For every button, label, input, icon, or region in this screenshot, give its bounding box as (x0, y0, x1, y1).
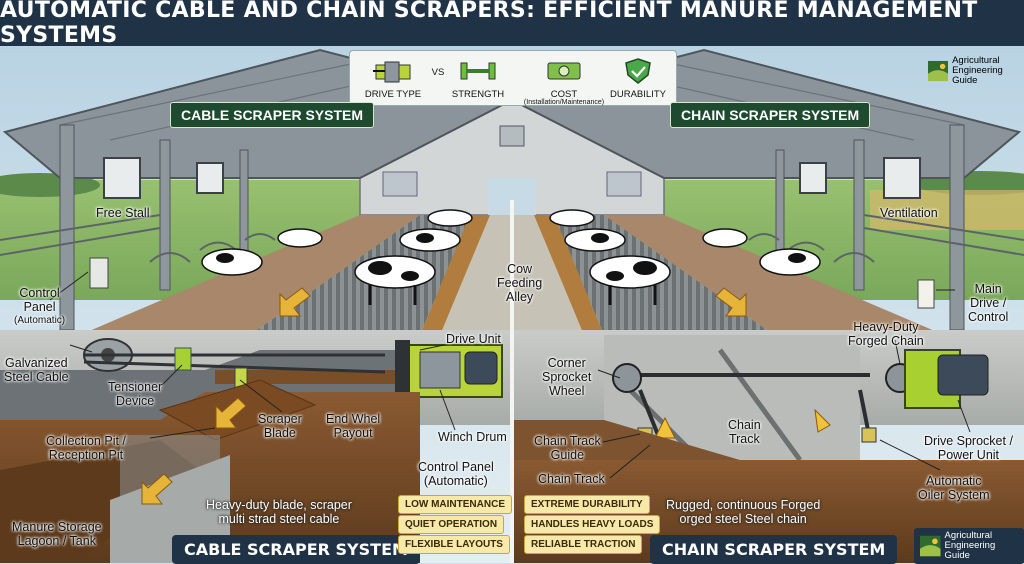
title-bar: AUTOMATIC CABLE AND CHAIN SCRAPERS: EFFI… (0, 0, 1024, 48)
chain-feature-badge: RELIABLE TRACTION (524, 535, 643, 554)
legend-cost: COST (Installation/Maintenance) (524, 55, 604, 106)
legend-strength: STRENGTH (448, 55, 508, 100)
shield-icon (625, 58, 651, 84)
money-icon (547, 62, 581, 80)
chain-feature-badge: EXTREME DURABILITY (524, 495, 650, 514)
tag-cable-system-bottom: CABLE SCRAPER SYSTEM (172, 535, 420, 564)
legend-vs: VS (431, 67, 445, 78)
cable-feature-badge: FLEXIBLE LAYOUTS (398, 535, 510, 554)
legend-durability: DURABILITY (608, 55, 668, 100)
tag-cable-system-top: CABLE SCRAPER SYSTEM (170, 102, 375, 128)
winch-icon (373, 61, 411, 83)
label-free-stall: Free Stall (96, 206, 150, 220)
chain-feature-badge: HANDLES HEAVY LOADS (524, 515, 661, 534)
dumbbell-icon (460, 62, 496, 80)
cable-feature-badge: LOW MAINTENANCE (398, 495, 512, 514)
label-collection-pit: Collection Pit /Reception Pit (46, 434, 126, 462)
legend-drive-type: DRIVE TYPE (358, 55, 428, 100)
label-winch-drum: Winch Drum (438, 430, 507, 444)
label-drive-unit: Drive Unit (446, 332, 501, 346)
tag-chain-system-top: CHAIN SCRAPER SYSTEM (670, 102, 871, 128)
page-title: AUTOMATIC CABLE AND CHAIN SCRAPERS: EFFI… (0, 0, 978, 48)
tag-chain-system-bottom: CHAIN SCRAPER SYSTEM (650, 535, 898, 564)
cable-feature-badge: QUIET OPERATION (398, 515, 505, 534)
label-drive-sprocket: Drive Sprocket /Power Unit (924, 434, 1013, 462)
comparison-legend: DRIVE TYPE VS STRENGTH COST (Installatio… (349, 50, 677, 106)
label-ventilation: Ventilation (880, 206, 938, 220)
farm-field-icon (920, 535, 941, 557)
label-chain-track-low: Chain Track (538, 472, 605, 486)
label-control-panel-bottom: Control Panel(Automatic) (418, 460, 494, 488)
farm-field-icon (928, 60, 949, 82)
